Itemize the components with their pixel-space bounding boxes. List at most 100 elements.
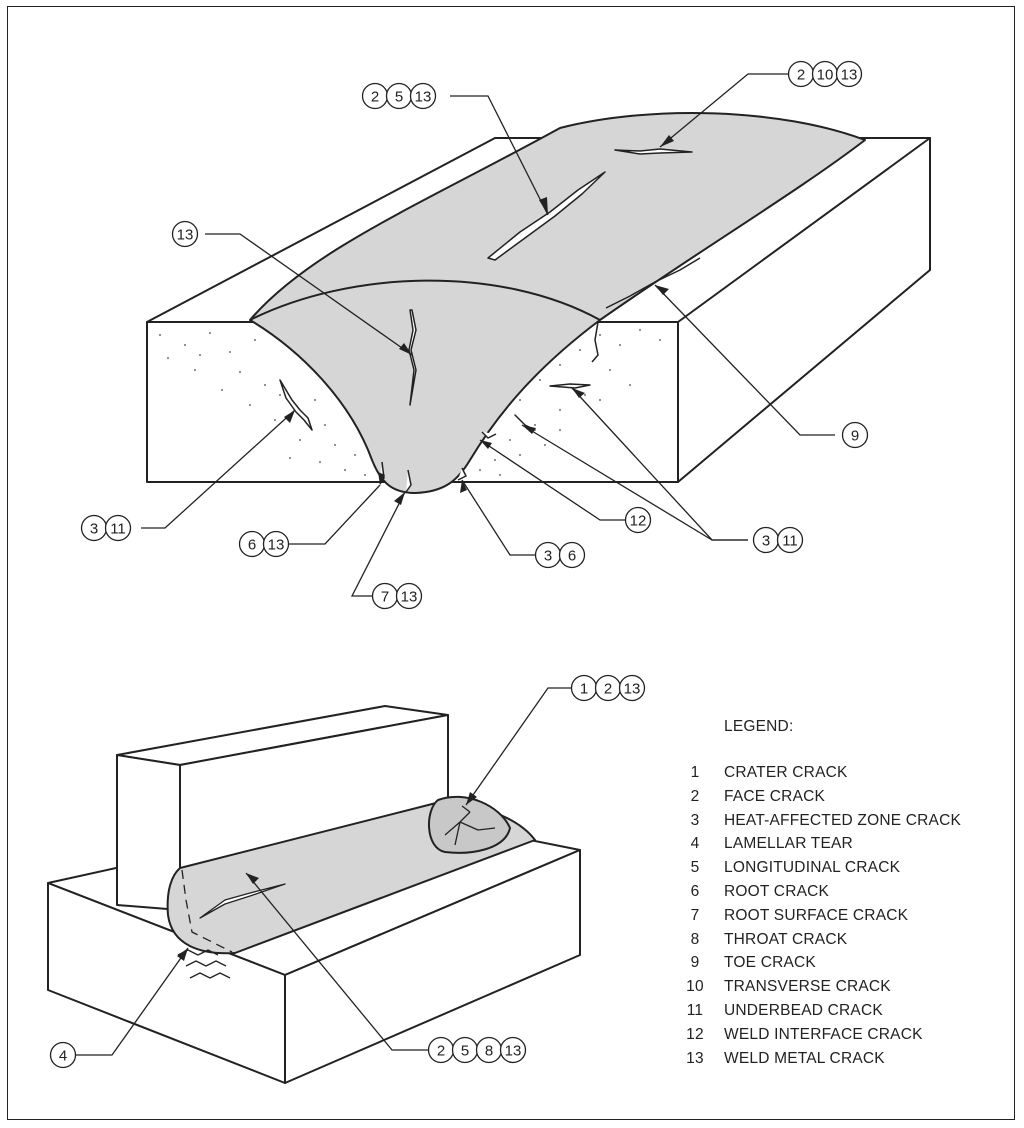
legend-item-label: CRATER CRACK [724,764,848,781]
callout-number: 4 [59,1048,67,1065]
legend-item-label: WELD INTERFACE CRACK [724,1025,923,1043]
callout-c-3-11-right: 3 11 [752,526,804,554]
legend-item-number: 3 [690,811,700,829]
callout-number: 12 [630,513,647,530]
callout-number: 1 [580,681,588,698]
callout-number: 13 [177,227,194,244]
callout-circle [395,582,423,610]
callout-circle [262,530,290,558]
callout-number: 13 [505,1043,522,1060]
legend-item-label: ROOT CRACK [724,883,830,900]
callout-circle [558,541,586,569]
callout-number: 9 [851,428,859,445]
legend-item-number: 4 [690,835,700,853]
callout-number: 6 [568,548,576,565]
legend-item-number: 13 [686,1049,704,1067]
legend-item-number: 6 [690,883,700,900]
legend-item: 9 TOE CRACK [680,954,816,978]
callout-circle [776,526,804,554]
legend-item-label: FACE CRACK [724,787,826,805]
legend-item-label: HEAT-AFFECTED ZONE CRACK [724,811,962,829]
callout-c-13: 13 [171,220,199,248]
callout-circle [409,82,437,110]
callout-number: 13 [841,67,858,84]
legend-item-label: UNDERBEAD CRACK [724,1002,883,1019]
legend-item: 7 ROOT SURFACE CRACK [680,906,908,931]
legend-item-label: WELD METAL CRACK [724,1049,885,1067]
crater-region [427,795,511,854]
legend-item-number: 1 [690,764,700,781]
legend-item: 13 WELD METAL CRACK [680,1049,884,1074]
callout-number: 6 [248,537,256,554]
legend-item-number: 2 [690,787,700,805]
legend-item: 10 TRANSVERSE CRACK [680,978,890,1002]
callout-circle [104,514,132,542]
callout-number: 7 [381,589,389,606]
legend-item: 5 LONGITUDINAL CRACK [680,859,900,883]
legend-item-number: 5 [690,859,700,877]
legend-item-number: 11 [686,1002,704,1019]
callout-circle [835,60,863,88]
callout-number: 13 [401,589,418,606]
callout-circle [49,1041,77,1069]
legend-item-number: 7 [690,906,700,924]
callout-number: 13 [268,537,285,554]
callout-circle [841,421,869,449]
callout-number: 10 [817,67,834,84]
legend-item: 4 LAMELLAR TEAR [680,835,853,859]
legend-item-label: TRANSVERSE CRACK [724,978,891,996]
callout-number: 13 [415,89,432,106]
legend-item-number: 8 [690,930,700,948]
legend-title: LEGEND: [724,718,794,735]
legend-item-number: 9 [690,954,700,972]
callout-number: 2 [371,89,379,106]
figure-frame [7,6,1015,1120]
callout-number: 3 [90,521,98,538]
callout-number: 13 [624,681,641,698]
legend-item: 11 UNDERBEAD CRACK [680,1002,883,1026]
callout-c-2-10-13: 2 10 13 [787,60,863,88]
legend-item-label: THROAT CRACK [724,930,848,948]
callout-number: 11 [110,521,126,538]
callout-number: 3 [762,533,770,550]
callout-number: 2 [604,681,612,698]
weld-face-edge [249,279,601,321]
callout-number: 5 [461,1043,469,1060]
legend-item-label: TOE CRACK [724,954,816,972]
callout-c-6-13: 6 13 [238,530,290,558]
legend-item-number: 12 [686,1025,704,1043]
legend-item-label: ROOT SURFACE CRACK [724,906,909,924]
crack-marks-bottom [177,805,496,979]
legend-item: 1 CRATER CRACK [680,764,848,788]
legend-item: 8 THROAT CRACK [680,930,847,955]
callout-c-9: 9 [841,421,869,449]
callout-number: 8 [485,1043,493,1060]
legend-item: 3 HEAT-AFFECTED ZONE CRACK [680,811,961,836]
callout-circle [618,674,646,702]
callout-number: 3 [544,548,552,565]
legend-item: 2 FACE CRACK [680,787,825,812]
callout-number: 5 [395,89,403,106]
callout-circle [624,506,652,534]
callout-c-3-11-left: 3 11 [80,514,132,542]
callout-number: 11 [782,533,798,550]
callout-c-12: 12 [624,506,652,534]
callout-number: 2 [437,1043,445,1060]
callout-c-4: 4 [49,1041,77,1069]
legend-item-label: LONGITUDINAL CRACK [724,859,901,877]
legend-item-number: 10 [686,978,704,996]
callout-number: 2 [797,67,805,84]
callout-circle [171,220,199,248]
legend-item: 12 WELD INTERFACE CRACK [680,1025,922,1050]
legend-item-label: LAMELLAR TEAR [724,835,853,853]
callout-c-7-13: 7 13 [371,582,423,610]
legend-item: 6 ROOT CRACK [680,883,829,907]
crack-marks-top [279,148,701,493]
arrowheads [177,135,674,961]
